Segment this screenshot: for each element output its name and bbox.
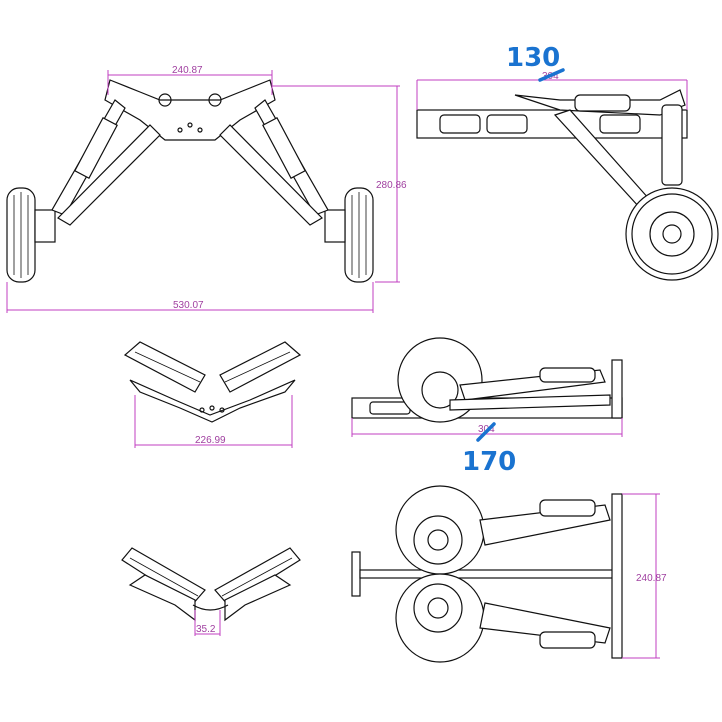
handwritten-note-130: 130 — [506, 43, 560, 73]
folded-plan-view-dimensions: 240.87 — [622, 493, 667, 659]
dim-height: 280.86 — [376, 180, 407, 191]
dim-plan-width: 240.87 — [636, 573, 667, 584]
front-view — [6, 79, 374, 283]
dim-top-width: 240.87 — [172, 65, 203, 76]
handwritten-note-170: 170 — [462, 447, 516, 477]
front-view-dimensions: 240.87 280.86 530.07 — [6, 65, 407, 313]
folded-plan-view — [351, 485, 623, 663]
dim-folded-width: 226.99 — [195, 435, 226, 446]
folded-side-view — [351, 337, 623, 423]
left-wheel — [6, 187, 36, 283]
folded-bottom-view-dimensions: 35.2 — [194, 610, 221, 636]
side-view-dimensions: 304 130 — [416, 43, 688, 110]
folded-top-view — [123, 341, 302, 423]
side-view — [416, 89, 719, 281]
dim-track-width: 530.07 — [173, 300, 204, 311]
right-wheel — [344, 187, 374, 283]
folded-top-view-dimensions: 226.99 — [134, 395, 293, 448]
folded-side-view-dimensions: 304 170 — [351, 418, 623, 477]
folded-bottom-view — [121, 547, 301, 622]
dim-folded-gap: 35.2 — [196, 624, 216, 635]
